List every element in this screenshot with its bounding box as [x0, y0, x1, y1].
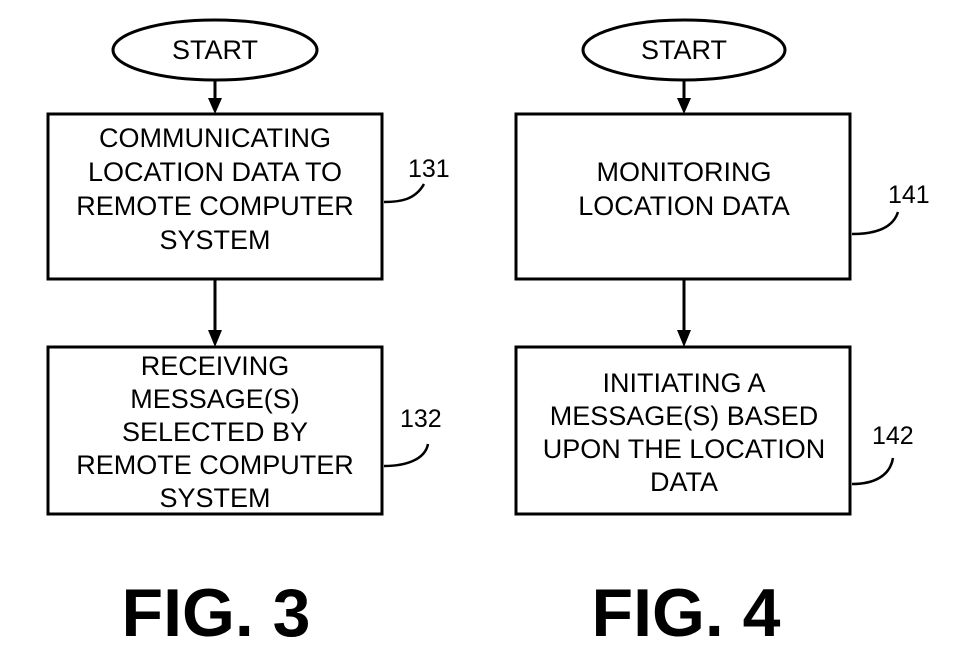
fig4-caption: FIG. 4: [592, 575, 781, 651]
fig4-arrow-start-to-141: [677, 98, 691, 114]
fig4-leader-142: [851, 457, 895, 486]
fig3-start-label: START: [172, 35, 258, 65]
fig4-step-142-line-3: UPON THE LOCATION: [543, 434, 826, 464]
fig3-step-132-line-2: MESSAGE(S): [130, 384, 300, 414]
fig3-step-132-line-3: SELECTED BY: [122, 417, 308, 447]
fig3-ref-132: 132: [400, 405, 442, 433]
fig4-step-141-line-1: MONITORING: [597, 157, 772, 187]
fig3-step-131-line-2: LOCATION DATA TO: [88, 157, 342, 187]
fig3-step-132-line-5: SYSTEM: [159, 483, 270, 513]
fig4-ref-142: 142: [872, 422, 914, 450]
fig3-arrow-start-to-131: [208, 98, 222, 114]
fig4-leader-141: [851, 211, 900, 236]
fig3-step-131-line-1: COMMUNICATING: [99, 123, 331, 153]
fig4-step-142-line-2: MESSAGE(S) BASED: [550, 401, 819, 431]
fig3-ref-131: 131: [408, 155, 450, 183]
fig4-step-141-line-2: LOCATION DATA: [578, 191, 790, 221]
fig3-step-131-line-3: REMOTE COMPUTER: [76, 191, 354, 221]
figure-4: START MONITORING LOCATION DATA 141 INITI…: [514, 18, 930, 651]
fig3-step-132-line-4: REMOTE COMPUTER: [76, 450, 354, 480]
fig3-caption: FIG. 3: [122, 575, 311, 651]
fig4-start-label: START: [641, 35, 727, 65]
fig3-leader-131: [383, 183, 426, 204]
fig3-step-132-line-1: RECEIVING: [141, 351, 290, 381]
fig3-step-131-line-4: SYSTEM: [159, 225, 270, 255]
fig4-ref-141: 141: [888, 181, 930, 209]
fig4-arrow-141-to-142: [677, 330, 691, 347]
fig4-step-142-line-1: INITIATING A: [602, 368, 765, 398]
fig3-leader-132: [383, 443, 430, 468]
fig4-step-142-box: [514, 345, 852, 516]
fig3-arrow-131-to-132: [208, 330, 222, 347]
figure-3: START COMMUNICATING LOCATION DATA TO REM…: [46, 18, 450, 651]
fig4-step-142-line-4: DATA: [650, 467, 718, 497]
fig3-step-131-box: [46, 112, 384, 281]
fig3-step-132-box: [46, 345, 384, 516]
